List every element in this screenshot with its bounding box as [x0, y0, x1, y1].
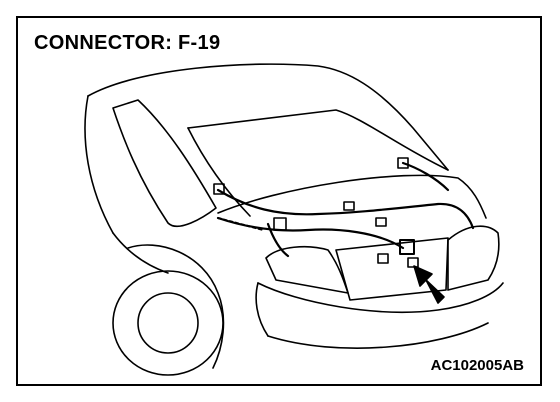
car-rear-illustration	[84, 63, 504, 376]
connector	[213, 183, 225, 195]
rear-bumper	[257, 282, 504, 313]
tail-light-left	[265, 245, 349, 294]
diagram-frame: CONNECTOR: F-19	[16, 16, 542, 386]
tail-light-right	[447, 225, 500, 291]
connector	[407, 257, 419, 268]
connector	[273, 217, 287, 231]
rear-wheel	[112, 270, 224, 376]
quarter-window	[112, 99, 217, 228]
license-plate-recess	[335, 237, 449, 301]
pointer-arrow	[413, 265, 445, 304]
rear-window-outline	[187, 109, 449, 171]
diagram-title: CONNECTOR: F-19	[34, 32, 221, 54]
rear-wheel-arch	[127, 244, 225, 369]
roof-outline	[87, 63, 449, 171]
wiring-harness	[216, 188, 475, 230]
connector	[397, 157, 409, 169]
connector	[377, 253, 389, 264]
figure-code: AC102005AB	[430, 357, 524, 374]
connector	[343, 201, 355, 211]
connector-f19	[399, 239, 415, 255]
trunk-lid	[217, 174, 487, 219]
connector	[375, 217, 387, 227]
